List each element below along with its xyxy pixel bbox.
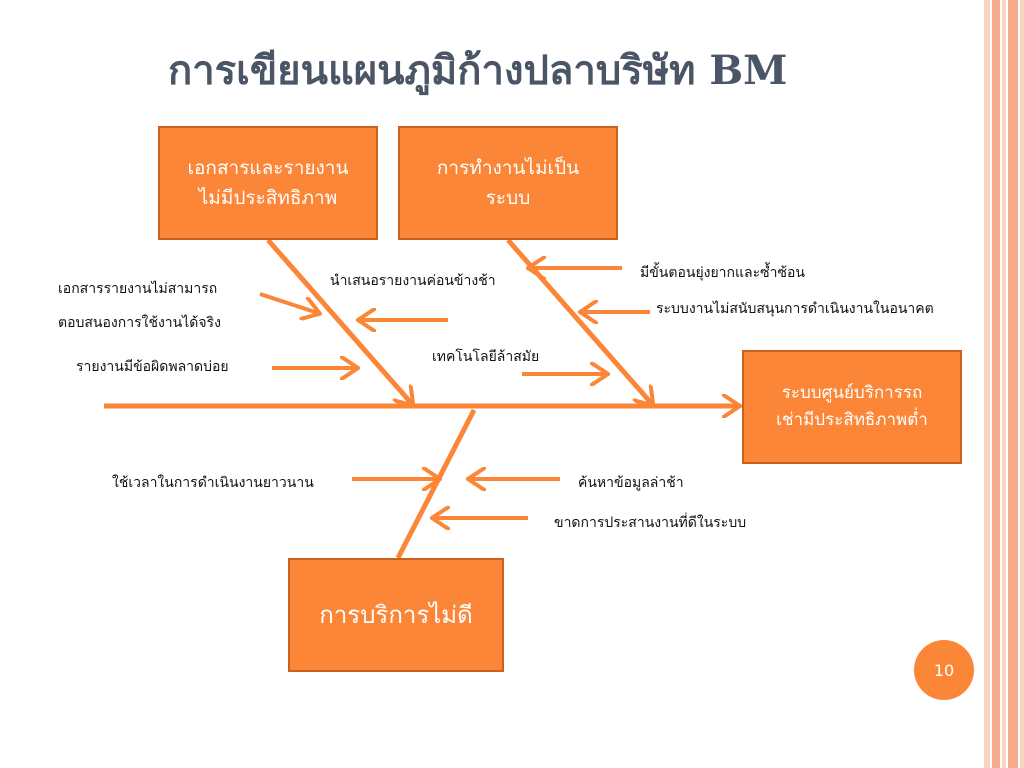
subcause-label-work-3: เทคโนโลยีล้าสมัย <box>432 349 540 365</box>
bone-docs <box>266 238 412 404</box>
effect-label: เช่ามีประสิทธิภาพต่ำ <box>776 410 928 430</box>
subcause-label-work-1: มีขั้นตอนยุ่งยากและซ้ำซ้อน <box>640 265 805 281</box>
subcause-label-docs-1b: ตอบสนองการใช้งานได้จริง <box>58 315 221 331</box>
cause-box-service: การบริการไม่ดี <box>288 558 504 672</box>
decor-stripe <box>1020 0 1024 768</box>
subcause-label-docs-1a: เอกสารรายงานไม่สามารถ <box>58 281 218 297</box>
arrow-docs-1 <box>259 292 318 313</box>
decor-stripe <box>1008 0 1018 768</box>
effect-box: ระบบศูนย์บริการรถ เช่ามีประสิทธิภาพต่ำ <box>742 350 962 464</box>
decor-stripe <box>992 0 1000 768</box>
page-number-badge: 10 <box>914 640 974 700</box>
cause-label: เอกสารและรายงาน <box>187 156 349 179</box>
subcause-label-work-2: ระบบงานไม่สนับสนุนการดำเนินงานในอนาคต <box>656 301 934 317</box>
cause-box-documents: เอกสารและรายงาน ไม่มีประสิทธิภาพ <box>158 126 378 240</box>
decor-stripe <box>1002 0 1006 768</box>
cause-label: ระบบ <box>485 187 531 209</box>
bone-work <box>506 238 652 404</box>
subcause-label-docs-3: รายงานมีข้อผิดพลาดบ่อย <box>76 359 229 375</box>
bone-service <box>395 408 477 560</box>
decor-stripe <box>984 0 990 768</box>
cause-label: การทำงานไม่เป็น <box>436 156 580 179</box>
page-title: การเขียนแผนภูมิก้างปลาบริษัท BM <box>168 47 788 94</box>
subcause-label-service-1: ใช้เวลาในการดำเนินงานยาวนาน <box>112 475 314 491</box>
subcause-label-service-3: ขาดการประสานงานที่ดีในระบบ <box>554 515 747 531</box>
cause-box-work-system: การทำงานไม่เป็น ระบบ <box>398 126 618 240</box>
cause-label: ไม่มีประสิทธิภาพ <box>198 187 338 209</box>
effect-label: ระบบศูนย์บริการรถ <box>781 382 923 403</box>
subcause-label-docs-2: นำเสนอรายงานค่อนข้างช้า <box>330 273 496 289</box>
cause-label: การบริการไม่ดี <box>319 600 473 629</box>
subcause-label-service-2: ค้นหาข้อมูลล่าช้า <box>578 475 684 491</box>
